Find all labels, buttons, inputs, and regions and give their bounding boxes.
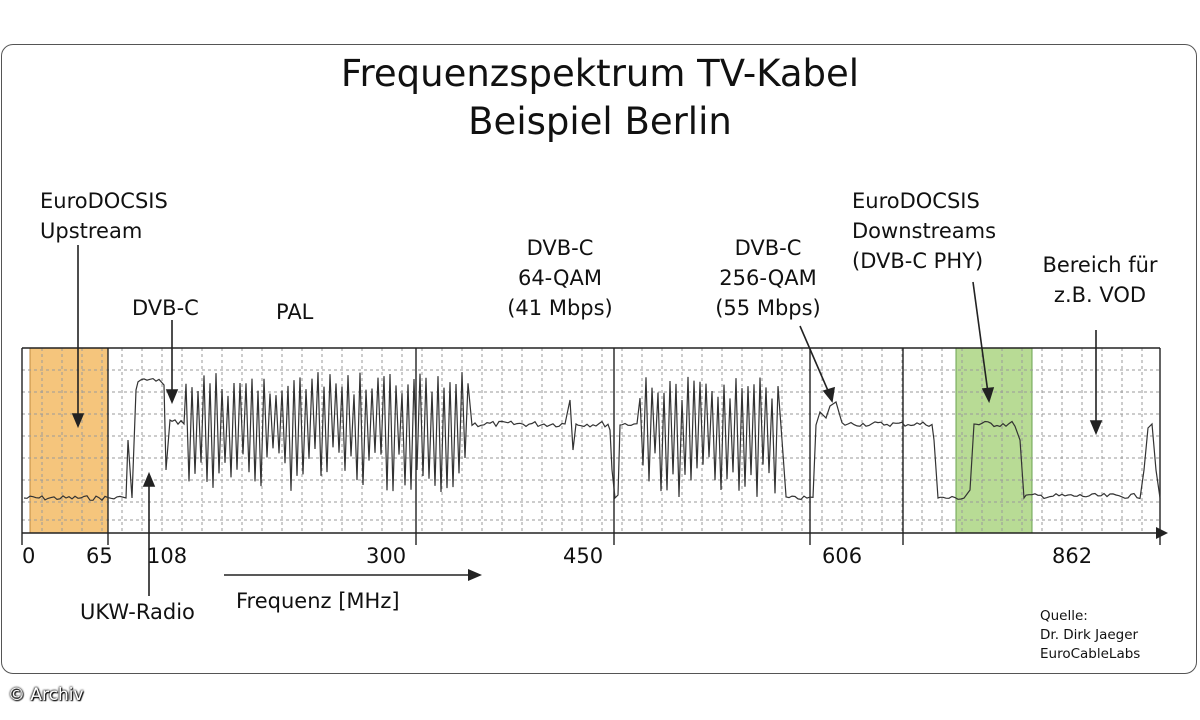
arrow-downstream-head xyxy=(981,387,995,404)
arrow-ukw-head xyxy=(142,471,156,487)
label-256qam-line-2: 256-QAM xyxy=(719,266,817,290)
title-line-1: Frequenzspektrum TV-Kabel xyxy=(340,52,860,95)
arrow-vod-head xyxy=(1089,420,1103,436)
image-credit: © Archiv xyxy=(8,685,84,705)
label-64qam-line-1: DVB-C xyxy=(526,236,594,260)
tick-label-108: 108 xyxy=(147,544,188,568)
x-axis-arrowhead xyxy=(1156,527,1168,539)
arrow-upstream-head xyxy=(71,413,85,429)
frequency-arrowhead xyxy=(468,569,482,581)
tick-label-862: 862 xyxy=(1052,544,1093,568)
label-upstream-line-1: EuroDOCSIS xyxy=(40,189,168,213)
label-256qam-line-1: DVB-C xyxy=(734,236,802,260)
spectrum-trace xyxy=(23,372,1161,502)
label-downstream-line-2: Downstreams xyxy=(852,219,997,243)
arrow-dvbc-head xyxy=(165,389,179,405)
axis-label-frequency: Frequenz [MHz] xyxy=(236,589,400,613)
label-dvbc: DVB-C xyxy=(132,296,199,320)
label-vod-line-1: Bereich für xyxy=(1042,253,1158,277)
source-line-3: EuroCableLabs xyxy=(1040,646,1141,662)
label-pal: PAL xyxy=(276,300,314,324)
slide-frame xyxy=(1,44,1197,674)
tick-label-65: 65 xyxy=(86,544,113,568)
tick-label-450: 450 xyxy=(563,544,604,568)
label-downstream-line-3: (DVB-C PHY) xyxy=(852,249,984,273)
label-downstream-line-1: EuroDOCSIS xyxy=(852,189,980,213)
label-64qam-line-3: (41 Mbps) xyxy=(507,296,613,320)
label-64qam-line-2: 64-QAM xyxy=(517,266,603,290)
tick-label-300: 300 xyxy=(366,544,407,568)
tick-label-0: 0 xyxy=(22,544,36,568)
tick-label-606: 606 xyxy=(822,544,863,568)
source-line-2: Dr. Dirk Jaeger xyxy=(1040,627,1139,643)
label-256qam-line-3: (55 Mbps) xyxy=(715,296,821,320)
label-ukw-radio: UKW-Radio xyxy=(80,600,195,624)
label-vod-line-2: z.B. VOD xyxy=(1053,283,1147,307)
title-line-2: Beispiel Berlin xyxy=(468,100,732,143)
arrow-256qam-head xyxy=(822,386,835,403)
arrow-downstream xyxy=(972,281,989,394)
label-upstream-line-2: Upstream xyxy=(40,219,143,243)
arrow-256qam xyxy=(799,325,830,394)
source-line-1: Quelle: xyxy=(1040,608,1088,624)
